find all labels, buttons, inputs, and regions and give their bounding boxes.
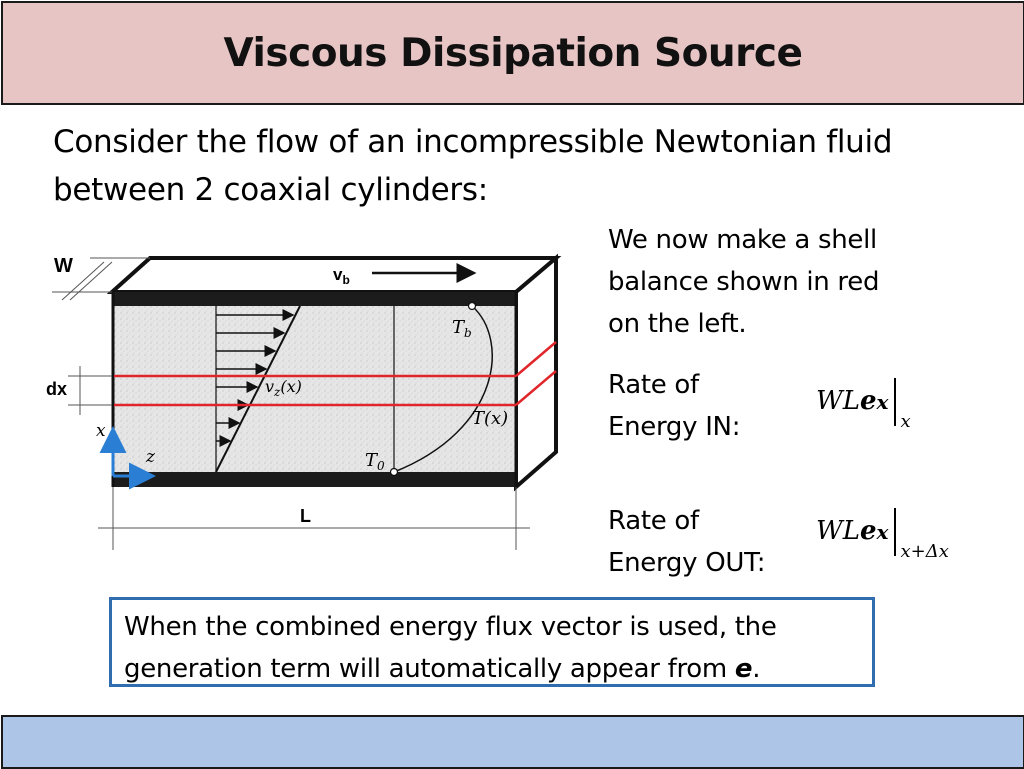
label-vb: vb (333, 265, 350, 287)
eq-in-vector-sub: x (876, 390, 889, 414)
footer-bar (1, 715, 1024, 769)
energy-in-line-2: Energy IN: (608, 412, 741, 442)
label-x-axis: x (96, 421, 106, 441)
top-wall (112, 292, 516, 306)
label-dx: dx (46, 379, 67, 399)
fluid-region (114, 306, 516, 472)
label-l: L (300, 506, 311, 526)
couette-flow-diagram: W vb vz(x) Tb T(x) T0 dx x z L (46, 253, 562, 550)
energy-out-equation: WLex x+Δx (816, 508, 949, 562)
callout-box: When the combined energy flux vector is … (109, 597, 875, 687)
energy-out-line-1: Rate of (608, 506, 699, 536)
eq-out-prefix: WL (816, 516, 860, 546)
energy-in-equation: WLexx (816, 378, 911, 432)
energy-in-label: Rate of Energy IN: (608, 364, 740, 448)
label-tx: T(x) (472, 408, 508, 429)
callout-text: When the combined energy flux vector is … (124, 612, 777, 684)
label-vz: vz(x) (265, 377, 302, 399)
eq-out-bar (894, 508, 897, 556)
label-t0: T0 (365, 450, 385, 473)
intro-text: Consider the flow of an incompressible N… (53, 118, 973, 214)
shell-line-2: balance shown in red (608, 267, 880, 297)
title-bar: Viscous Dissipation Source (1, 1, 1024, 105)
callout-end: . (752, 654, 761, 684)
eq-in-bar (894, 378, 897, 426)
callout-symbol: e (734, 654, 753, 684)
shell-description: We now make a shell balance shown in red… (608, 219, 879, 345)
bottom-wall (112, 472, 516, 487)
eq-out-vector: e (860, 516, 877, 546)
energy-out-label: Rate of Energy OUT: (608, 500, 766, 584)
intro-line-1: Consider the flow of an incompressible N… (53, 124, 893, 160)
shell-line-3: on the left. (608, 309, 747, 339)
energy-in-line-1: Rate of (608, 370, 699, 400)
intro-line-2: between 2 coaxial cylinders: (53, 172, 488, 208)
label-tb: Tb (452, 317, 472, 340)
eq-out-eval: x+Δx (900, 541, 949, 562)
eq-out-vector-sub: x (876, 520, 889, 544)
label-w: W (54, 255, 73, 277)
energy-out-line-2: Energy OUT: (608, 548, 766, 578)
label-z-axis: z (145, 447, 156, 467)
eq-in-vector: e (860, 386, 877, 416)
slide-title: Viscous Dissipation Source (223, 30, 803, 76)
temperature-profile-curve (393, 305, 493, 473)
eq-in-prefix: WL (816, 386, 860, 416)
eq-in-eval: x (900, 411, 911, 432)
shell-line-1: We now make a shell (608, 225, 877, 255)
